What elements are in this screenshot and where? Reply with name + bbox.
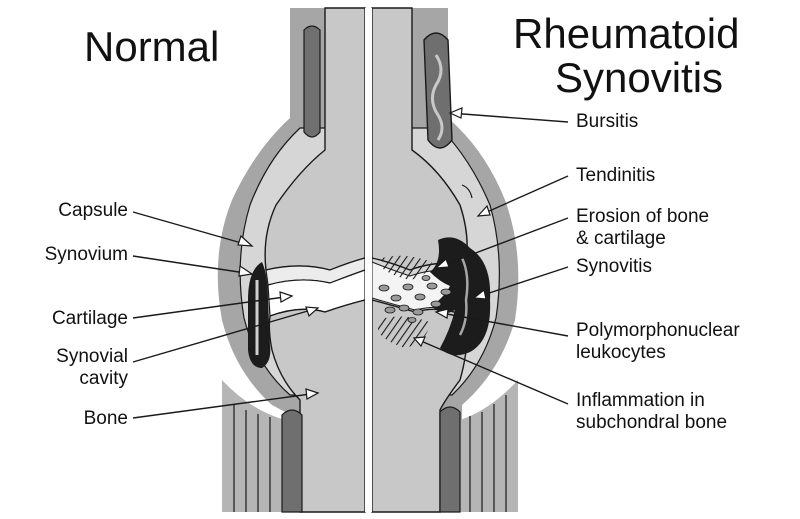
normal-lower-muscle xyxy=(222,380,303,513)
title-rheumatoid: Rheumatoid xyxy=(513,10,740,57)
normal-upper-tendon xyxy=(303,25,321,138)
center-divider xyxy=(365,8,372,512)
label-bursitis: Bursitis xyxy=(576,111,639,132)
leader-synovial-cavity xyxy=(132,307,319,363)
label-capsule: Capsule xyxy=(58,200,128,221)
ra-bursa xyxy=(423,32,453,149)
ra-joint xyxy=(371,7,519,513)
label-tendinitis: Tendinitis xyxy=(576,165,656,186)
leader-arrowheads xyxy=(237,107,491,400)
label-pmn: Polymorphonuclear leukocytes xyxy=(576,320,740,363)
normal-joint xyxy=(217,7,366,513)
normal-synovium xyxy=(248,262,271,368)
leader-pmn xyxy=(435,311,569,337)
leader-capsule xyxy=(132,211,253,247)
ra-leukocytes xyxy=(378,275,452,323)
label-synovitis: Synovitis xyxy=(576,256,653,277)
leader-erosion xyxy=(435,217,569,269)
label-synovial-cavity: Synovial cavity xyxy=(56,346,128,389)
label-cartilage: Cartilage xyxy=(51,308,128,329)
title-synovitis: Synovitis xyxy=(555,54,724,101)
leader-bursitis xyxy=(449,112,569,123)
label-bone: Bone xyxy=(83,408,128,429)
label-erosion: Erosion of bone & cartilage xyxy=(576,206,710,249)
leader-inflammation xyxy=(413,337,569,405)
title-normal: Normal xyxy=(84,23,220,70)
leader-lines xyxy=(132,112,569,419)
ra-inflammation-upper xyxy=(382,255,432,280)
ra-lower-muscle xyxy=(439,380,518,513)
leader-synovitis xyxy=(473,266,569,299)
label-synovium: Synovium xyxy=(44,244,128,265)
leader-cartilage xyxy=(132,295,293,319)
leader-bone xyxy=(132,392,319,419)
leader-synovium xyxy=(132,255,253,275)
label-inflammation: Inflammation in subchondral bone xyxy=(576,390,728,433)
leader-tendinitis xyxy=(477,175,569,217)
